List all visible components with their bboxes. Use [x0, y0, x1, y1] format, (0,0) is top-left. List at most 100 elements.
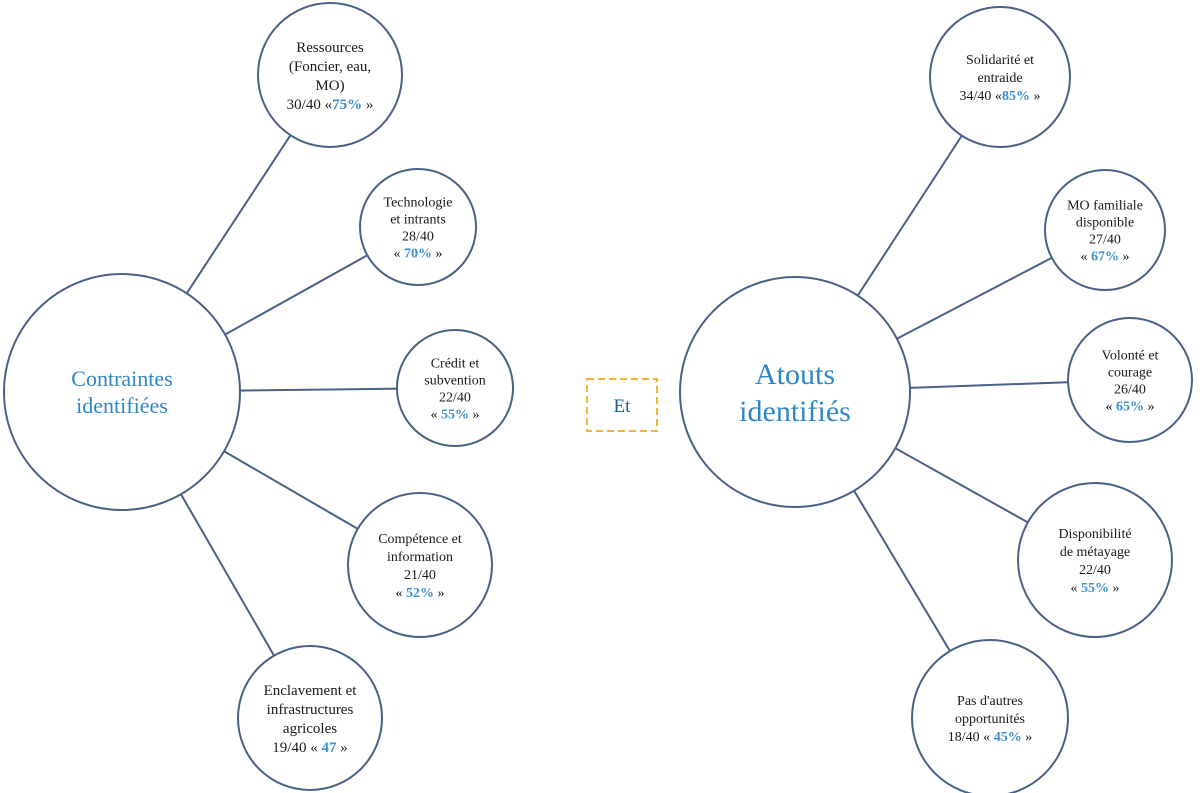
- right-leaf-circle: [1017, 482, 1173, 638]
- leaf-label-line: Compétence et: [378, 532, 462, 547]
- leaf-score-line: 19/40 « 47 »: [272, 740, 347, 756]
- score-prefix: «: [431, 407, 442, 422]
- right-leaf-node-4: Pas d'autres opportunités 18/40 « 45% »: [911, 639, 1069, 793]
- left-hub-circle: [3, 273, 241, 511]
- leaf-label-line: (Foncier, eau,: [289, 59, 371, 75]
- and-label-text: Et: [614, 396, 632, 417]
- leaf-score-line: 27/40: [1089, 232, 1121, 247]
- left-leaf-circle: [347, 492, 493, 638]
- left-leaf-node-4: Enclavement et infrastructures agricoles 19…: [237, 645, 383, 791]
- leaf-score-line: « 65% »: [1106, 399, 1155, 414]
- leaf-score-line: « 67% »: [1081, 249, 1130, 264]
- left-leaf-node-2: Crédit et subvention 22/40 « 55% »: [396, 329, 514, 447]
- score-percent: 45%: [994, 730, 1022, 745]
- left-leaf-circle: [359, 168, 477, 286]
- score-percent: 70%: [404, 246, 432, 261]
- leaf-label-line: Disponibilité: [1058, 527, 1131, 542]
- leaf-label-line: et intrants: [390, 212, 446, 227]
- score-percent: 47: [321, 740, 337, 756]
- score-suffix: »: [432, 246, 443, 261]
- left-leaf-circle: [237, 645, 383, 791]
- score-suffix: »: [336, 740, 347, 756]
- score-prefix: «: [1071, 581, 1082, 596]
- leaf-label-line: information: [387, 550, 453, 565]
- score-prefix: 30/40 «: [287, 97, 332, 113]
- score-prefix: «: [1081, 249, 1092, 264]
- leaf-label-line: entraide: [977, 71, 1022, 86]
- left-leaf-node-3: Compétence et information 21/40 « 52% »: [347, 492, 493, 638]
- leaf-label-line: Solidarité et: [966, 53, 1034, 68]
- leaf-label-line: Pas d'autres: [957, 694, 1023, 709]
- right-hub-node: Atouts identifiés: [679, 276, 911, 508]
- score-percent: 85%: [1002, 89, 1030, 104]
- score-prefix: «: [1106, 399, 1117, 414]
- leaf-score-line: 18/40 « 45% »: [948, 730, 1032, 745]
- right-leaf-circle: [1044, 169, 1166, 291]
- score-suffix: »: [434, 586, 445, 601]
- right-leaf-node-0: Solidarité et entraide 34/40 «85% »: [929, 6, 1071, 148]
- leaf-label-line: subvention: [424, 373, 485, 388]
- right-leaf-circle: [911, 639, 1069, 793]
- score-percent: 52%: [406, 586, 434, 601]
- leaf-label-line: Crédit et: [431, 356, 480, 371]
- score-percent: 75%: [332, 97, 362, 113]
- right-leaf-node-1: MO familiale disponible 27/40 « 67% »: [1044, 169, 1166, 291]
- leaf-score-line: 30/40 «75% »: [287, 97, 374, 113]
- leaf-label-line: agricoles: [283, 721, 337, 737]
- leaf-label-line: Technologie: [384, 195, 453, 210]
- leaf-label-line: MO): [315, 78, 344, 94]
- leaf-label-line: courage: [1108, 365, 1152, 380]
- right-leaf-node-3: Disponibilité de métayage 22/40 « 55% »: [1017, 482, 1173, 638]
- leaf-score-line: « 55% »: [1071, 581, 1120, 596]
- score-suffix: »: [1030, 89, 1041, 104]
- leaf-score-line: « 52% »: [396, 586, 445, 601]
- and-label: Et: [586, 378, 658, 432]
- score-percent: 65%: [1116, 399, 1144, 414]
- score-suffix: »: [1144, 399, 1155, 414]
- score-prefix: 19/40 «: [272, 740, 321, 756]
- right-hub-label-line: Atouts: [755, 358, 835, 391]
- score-suffix: »: [1119, 249, 1130, 264]
- score-prefix: 34/40 «: [960, 89, 1002, 104]
- leaf-label-line: infrastructures: [267, 702, 354, 718]
- leaf-score-line: « 70% »: [394, 246, 443, 261]
- leaf-score-line: « 55% »: [431, 407, 480, 422]
- leaf-score-line: 22/40: [439, 390, 471, 405]
- right-leaf-circle: [929, 6, 1071, 148]
- leaf-label-line: Volonté et: [1102, 348, 1159, 363]
- leaf-label-line: de métayage: [1060, 545, 1130, 560]
- score-percent: 55%: [441, 407, 469, 422]
- leaf-score-line: 28/40: [402, 229, 434, 244]
- score-suffix: »: [469, 407, 480, 422]
- leaf-score-line: 22/40: [1079, 563, 1111, 578]
- leaf-label-line: MO familiale: [1067, 198, 1143, 213]
- score-suffix: »: [1109, 581, 1120, 596]
- score-prefix: «: [396, 586, 407, 601]
- right-hub-circle: [679, 276, 911, 508]
- score-prefix: «: [394, 246, 405, 261]
- left-hub-label-line: Contraintes: [71, 366, 172, 391]
- right-leaf-node-2: Volonté et courage 26/40 « 65% »: [1067, 317, 1193, 443]
- leaf-label-line: opportunités: [955, 712, 1025, 727]
- leaf-label-line: Ressources: [296, 40, 364, 56]
- score-percent: 67%: [1091, 249, 1119, 264]
- left-leaf-circle: [396, 329, 514, 447]
- leaf-label-line: Enclavement et: [264, 683, 358, 699]
- left-leaf-circle: [257, 2, 403, 148]
- left-leaf-node-0: Ressources (Foncier, eau, MO) 30/40 «75% »: [257, 2, 403, 148]
- leaf-score-line: 26/40: [1114, 382, 1146, 397]
- score-suffix: »: [362, 97, 373, 113]
- score-percent: 55%: [1081, 581, 1109, 596]
- right-hub-label-line: identifiés: [739, 395, 851, 428]
- leaf-score-line: 21/40: [404, 568, 436, 583]
- score-prefix: 18/40 «: [948, 730, 994, 745]
- leaf-score-line: 34/40 «85% »: [960, 89, 1041, 104]
- left-leaf-node-1: Technologie et intrants 28/40 « 70% »: [359, 168, 477, 286]
- and-label-box: [586, 378, 658, 432]
- left-hub-label-line: identifiées: [76, 393, 168, 418]
- score-suffix: »: [1022, 730, 1033, 745]
- leaf-label-line: disponible: [1076, 215, 1134, 230]
